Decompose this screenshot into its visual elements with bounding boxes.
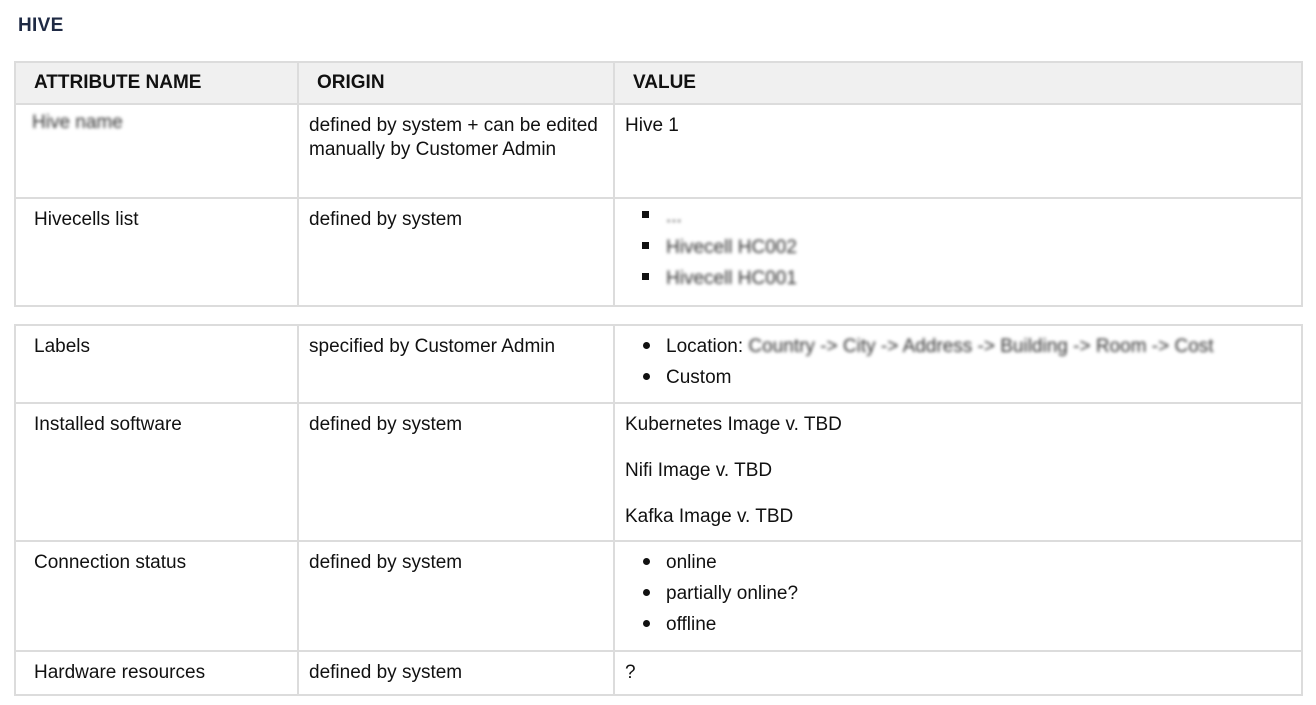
- location-prefix: Location:: [666, 336, 744, 357]
- custom-label: Custom: [666, 367, 732, 388]
- cell-value: ?: [613, 650, 1303, 696]
- software-item: Kubernetes Image v. TBD: [625, 414, 842, 435]
- cell-attribute: Hive name: [14, 103, 299, 199]
- list-item: online: [625, 551, 1291, 575]
- table-header-row: ATTRIBUTE NAME ORIGIN VALUE: [14, 61, 1303, 105]
- hive-attributes-table-bottom: Labels specified by Customer Admin Locat…: [14, 324, 1303, 696]
- cell-attribute: Installed software: [14, 402, 299, 542]
- cell-value: ... Hivecell HC002 Hivecell HC001: [613, 197, 1303, 307]
- cell-value: Hive 1: [613, 103, 1303, 199]
- hive-name-label: Hive name: [32, 112, 123, 133]
- cell-origin: defined by system + can be edited manual…: [297, 103, 615, 199]
- table-row-hive-name: Hive name defined by system + can be edi…: [14, 103, 1303, 199]
- table-row-labels: Labels specified by Customer Admin Locat…: [14, 324, 1303, 404]
- cell-origin: defined by system: [297, 540, 615, 652]
- cell-origin: defined by system: [297, 402, 615, 542]
- cell-attribute: Connection status: [14, 540, 299, 652]
- cell-origin: defined by system: [297, 650, 615, 696]
- header-value: VALUE: [613, 61, 1303, 105]
- connection-status-list: online partially online? offline: [625, 551, 1291, 637]
- location-path: Country -> City -> Address -> Building -…: [748, 336, 1214, 357]
- cell-value: online partially online? offline: [613, 540, 1303, 652]
- software-item: Kafka Image v. TBD: [625, 506, 794, 527]
- status-item: online: [666, 552, 717, 573]
- table-row-hardware: Hardware resources defined by system ?: [14, 650, 1303, 696]
- hivecell-item: Hivecell HC001: [666, 268, 797, 289]
- cell-origin: defined by system: [297, 197, 615, 307]
- status-item: partially online?: [666, 583, 799, 604]
- cell-attribute: Hivecells list: [14, 197, 299, 307]
- list-item: Custom: [625, 366, 1291, 390]
- table-row-installed-software: Installed software defined by system Kub…: [14, 402, 1303, 542]
- list-item: partially online?: [625, 582, 1291, 606]
- cell-value: Location: Country -> City -> Address -> …: [613, 324, 1303, 404]
- table-row-connection-status: Connection status defined by system onli…: [14, 540, 1303, 652]
- header-attribute-name: ATTRIBUTE NAME: [14, 61, 299, 105]
- hive-attributes-table-top: ATTRIBUTE NAME ORIGIN VALUE Hive name de…: [14, 61, 1303, 307]
- cell-value: Kubernetes Image v. TBD Nifi Image v. TB…: [613, 402, 1303, 542]
- software-item: Nifi Image v. TBD: [625, 460, 773, 481]
- list-item: Hivecell HC001: [625, 267, 1291, 291]
- cell-attribute: Hardware resources: [14, 650, 299, 696]
- status-item: offline: [666, 614, 717, 635]
- list-item: offline: [625, 613, 1291, 637]
- list-item: Hivecell HC002: [625, 236, 1291, 260]
- page-title: HIVE: [18, 15, 64, 36]
- list-item: ...: [625, 205, 1291, 229]
- cell-attribute: Labels: [14, 324, 299, 404]
- header-origin: ORIGIN: [297, 61, 615, 105]
- table-row-hivecells: Hivecells list defined by system ... Hiv…: [14, 197, 1303, 307]
- hivecell-item: ...: [666, 206, 682, 227]
- cell-origin: specified by Customer Admin: [297, 324, 615, 404]
- list-item: Location: Country -> City -> Address -> …: [625, 335, 1291, 359]
- labels-list: Location: Country -> City -> Address -> …: [625, 335, 1291, 390]
- hivecells-list: ... Hivecell HC002 Hivecell HC001: [625, 205, 1291, 291]
- hivecell-item: Hivecell HC002: [666, 237, 797, 258]
